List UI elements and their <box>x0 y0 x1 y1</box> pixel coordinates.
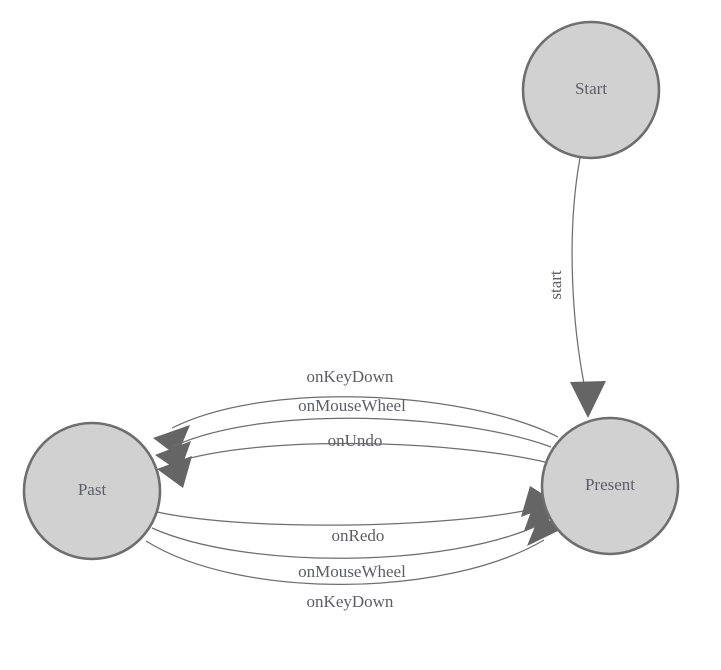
arrowhead-past-1 <box>153 425 190 456</box>
edge-label-onmousewheel-bottom: onMouseWheel <box>298 562 406 581</box>
edge-present-to-past-onmousewheel-path <box>173 417 552 448</box>
edge-start-to-present[interactable] <box>570 157 606 418</box>
edge-label-onkeydown-bottom: onKeyDown <box>307 592 394 611</box>
edge-present-to-past-onundo[interactable] <box>157 442 546 488</box>
edge-present-to-past-onundo-path <box>175 442 546 463</box>
node-start[interactable]: Start <box>521 20 661 160</box>
arrowhead-present-top <box>570 381 606 418</box>
edge-label-onkeydown-top: onKeyDown <box>307 367 394 386</box>
edge-start-to-present-path <box>571 157 588 399</box>
edge-label-start: start <box>546 270 565 300</box>
edge-past-to-present-onredo[interactable] <box>156 486 557 526</box>
edge-past-to-present-onkeydown[interactable] <box>145 514 562 585</box>
edge-present-to-past-onkeydown-path <box>171 396 559 438</box>
arrowhead-past-3 <box>157 456 192 488</box>
node-past[interactable]: Past <box>22 421 162 561</box>
node-present-label: Present <box>585 475 635 494</box>
edge-label-onmousewheel-top: onMouseWheel <box>298 396 406 415</box>
node-present-circle <box>540 416 680 556</box>
edge-label-onredo: onRedo <box>332 526 385 545</box>
node-start-label: Start <box>575 79 607 98</box>
node-past-label: Past <box>78 480 107 499</box>
edge-present-to-past-onkeydown[interactable] <box>153 396 559 456</box>
edge-past-to-present-onkeydown-path <box>145 539 545 585</box>
arrowhead-present-3 <box>527 514 562 546</box>
edge-label-onundo: onUndo <box>328 431 383 450</box>
arrowhead-present-1 <box>521 486 557 517</box>
node-start-circle <box>521 20 661 160</box>
edge-past-to-present-onredo-path <box>156 507 539 526</box>
node-past-circle <box>22 421 162 561</box>
edge-past-to-present-onmousewheel-path <box>151 523 542 559</box>
node-present[interactable]: Present <box>540 416 680 556</box>
